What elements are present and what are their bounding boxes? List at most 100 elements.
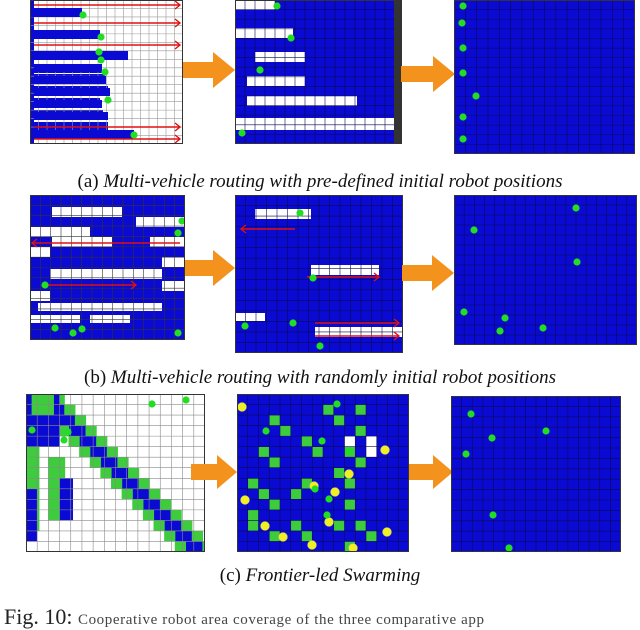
robot-marker [345, 447, 353, 455]
cell-block [185, 541, 204, 552]
target-marker [307, 540, 317, 550]
path-arrow [30, 238, 38, 248]
cell-block [247, 520, 259, 531]
robot-marker [296, 209, 304, 217]
robot-marker [64, 428, 72, 436]
figure-caption: Fig. 10: Cooperative robot area coverage… [4, 604, 640, 630]
cell-block [111, 478, 123, 489]
robot-marker [323, 511, 331, 519]
robot-marker [101, 68, 109, 76]
cell-block [57, 425, 70, 437]
cell-block [30, 291, 50, 301]
scroll-edge [395, 0, 402, 144]
cell-block [269, 499, 280, 510]
target-marker [330, 487, 340, 497]
cell-block [311, 265, 379, 275]
cell-block [181, 520, 193, 531]
cell-block [34, 100, 102, 108]
cell-block [79, 446, 91, 458]
cell-block [150, 237, 185, 247]
cell-block [355, 520, 366, 531]
cell-block [89, 446, 108, 458]
cell-block [52, 237, 112, 247]
robot-marker [489, 511, 497, 519]
cell-block [121, 478, 140, 489]
figure-label: Fig. 10: [4, 604, 73, 629]
cell-block [100, 457, 119, 468]
arrow-right-icon [401, 56, 455, 97]
cell-block [269, 457, 280, 468]
panel-c2 [237, 394, 409, 552]
cell-block [333, 520, 345, 531]
robot-marker [333, 400, 341, 408]
cell-block [247, 76, 305, 86]
cell-block [128, 467, 140, 479]
panel-c3 [451, 396, 621, 552]
arrow-right-icon [191, 455, 237, 494]
target-marker [278, 532, 288, 542]
robot-marker [182, 396, 190, 404]
cell-block [111, 467, 129, 479]
cell-block [174, 541, 186, 552]
path-arrow [174, 18, 182, 28]
panel-frame [30, 195, 185, 340]
cell-block [30, 0, 34, 144]
path-arrow [239, 224, 247, 234]
cell-block [68, 436, 80, 447]
cell-block [57, 415, 76, 426]
robot-marker [178, 217, 185, 225]
cell-block [301, 530, 313, 542]
cell-block [301, 478, 313, 489]
robot-marker [273, 2, 281, 10]
robot-marker [78, 325, 86, 333]
cell-block [269, 530, 280, 542]
cell-block [355, 404, 366, 416]
robot-marker [79, 11, 87, 19]
caption-text: Frontier-led Swarming [245, 565, 421, 586]
robot-marker [60, 436, 68, 444]
arrow-right-icon [183, 52, 235, 93]
cell-block [333, 415, 345, 426]
cell-block [164, 520, 183, 531]
panel-frame [454, 0, 635, 154]
cell-block [30, 8, 82, 17]
cell-block [333, 467, 345, 479]
robot-marker [325, 495, 333, 503]
cell-block [30, 130, 134, 139]
target-marker [237, 402, 247, 412]
arrow-right-icon [402, 255, 454, 296]
target-marker [382, 527, 392, 537]
panel-frame [451, 396, 621, 552]
caption-c: (c) Frontier-led Swarming [0, 565, 640, 587]
robot-marker [28, 426, 36, 434]
cell-block [142, 499, 161, 510]
robot-marker [470, 226, 478, 234]
robot-marker [51, 324, 59, 332]
path-arrow [393, 318, 401, 328]
target-marker [380, 445, 390, 455]
cell-block [34, 112, 108, 120]
cell-block [89, 457, 101, 468]
robot-marker [104, 96, 112, 104]
caption-a: (a) Multi-vehicle routing with pre-defin… [0, 171, 640, 193]
target-marker [344, 469, 354, 479]
path-arrow [174, 0, 182, 10]
robot-marker [459, 69, 467, 77]
cell-block [235, 313, 265, 321]
cell-block [26, 488, 38, 542]
cell-block [174, 530, 193, 542]
cell-block [34, 88, 110, 96]
cell-block [202, 541, 205, 552]
arrow-right-icon [409, 455, 453, 494]
robot-marker [174, 329, 182, 337]
panel-a2 [235, 0, 402, 144]
cell-block [301, 436, 313, 447]
cell-block [96, 436, 108, 447]
panel-a1 [30, 0, 183, 144]
cell-block [323, 404, 334, 416]
cell-block [366, 436, 377, 447]
cell-block [106, 446, 118, 458]
cell-block [290, 488, 302, 500]
path-arrow [393, 331, 401, 341]
robot-marker [174, 229, 182, 237]
